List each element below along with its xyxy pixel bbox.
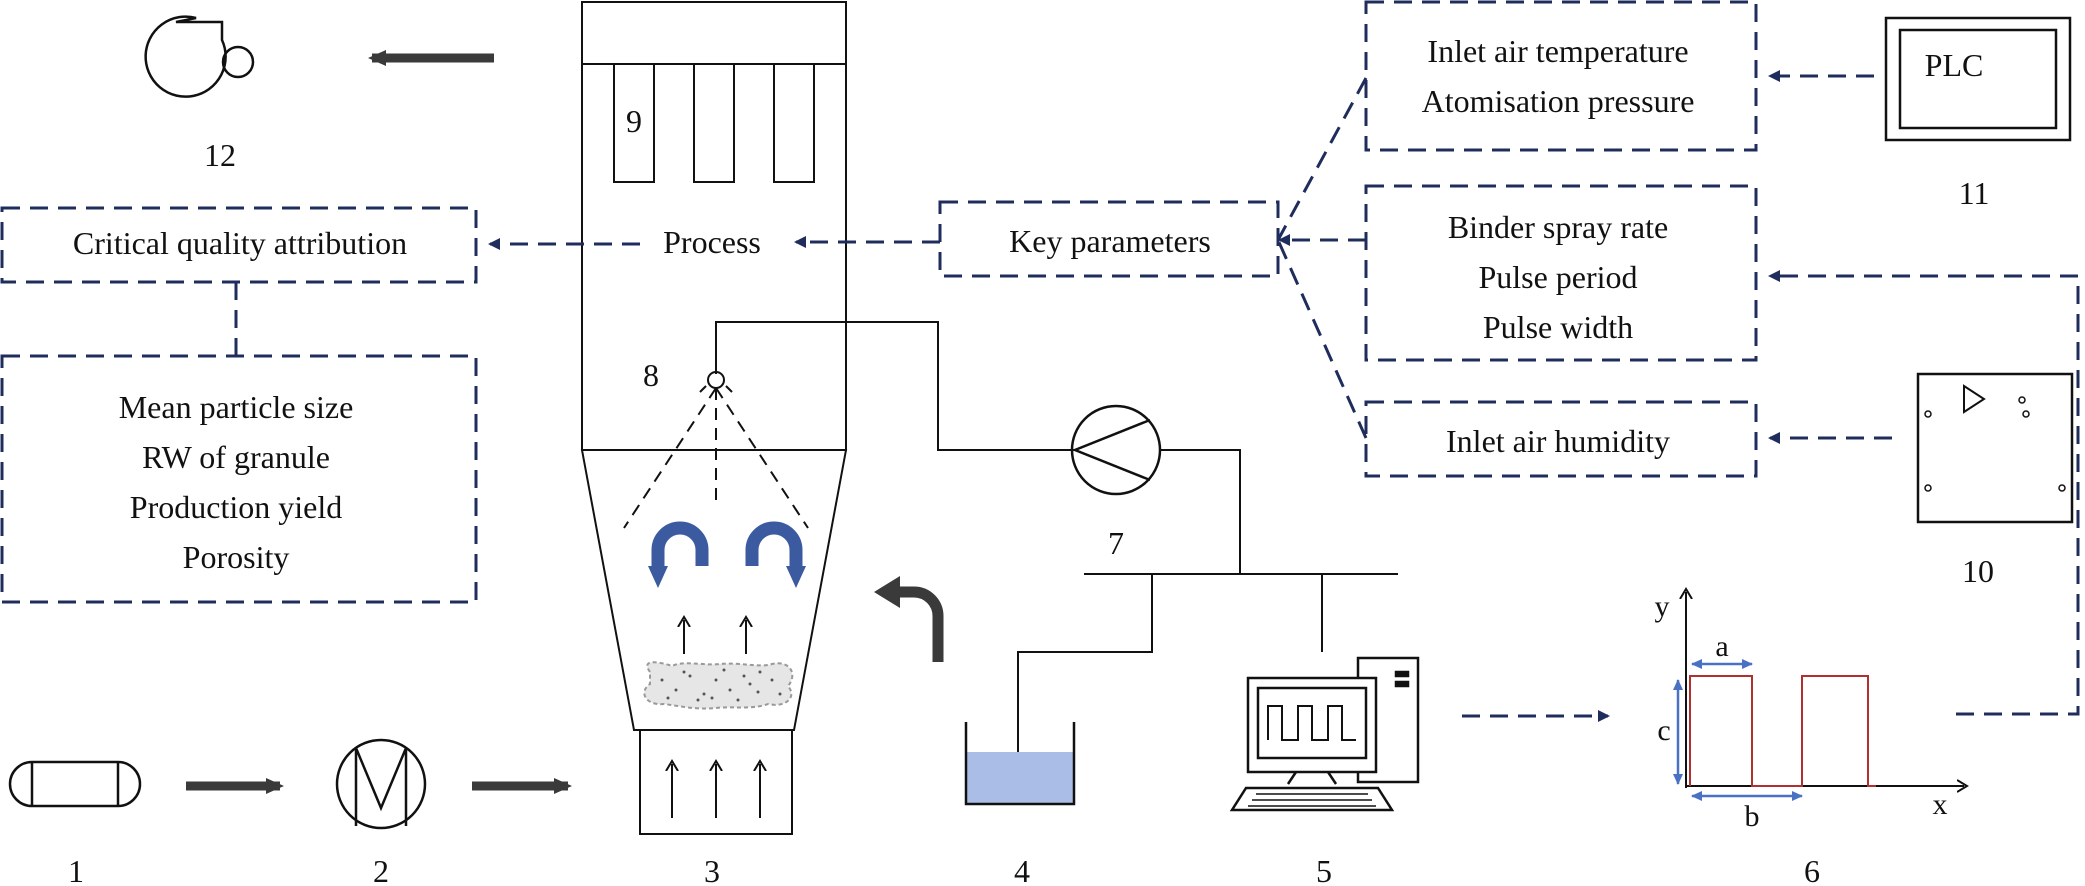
pulse-y-label: y [1655,590,1670,623]
pulse-dim-b: b [1745,800,1760,833]
circulation-arrowheads [648,566,806,588]
pulse-chart: y x a b c [1655,590,1965,833]
computer-icon [1229,656,1420,812]
number-11: 11 [1959,175,1990,211]
feedback-pulse-to-group2 [1768,270,2080,716]
param-group-3-line-1: Inlet air humidity [1446,423,1670,459]
param-group-1-line-1: Inlet air temperature [1427,33,1688,69]
filter-bags [613,63,815,183]
critical-quality-box [0,206,478,284]
binder-tank [964,722,1076,806]
particle-bed [643,661,794,710]
spray-cone [623,387,809,529]
plc-label: PLC [1925,47,1984,83]
quality-item-1: Mean particle size [119,389,354,425]
tank-line [1017,574,1153,776]
heater-icon [335,738,427,830]
circulation-arrows [651,521,803,568]
quality-item-4: Porosity [183,539,290,575]
process-label: Process [663,224,761,260]
param-group-1-box [1364,0,1758,152]
key-parameters-label: Key parameters [1009,223,1211,259]
param-group-2-line-1: Binder spray rate [1448,209,1668,245]
param-group-1-line-2: Atomisation pressure [1422,83,1695,119]
air-flow-arrows-upper [684,620,746,654]
quality-item-3: Production yield [130,489,342,525]
number-8: 8 [643,357,659,393]
quality-item-2: RW of granule [142,439,330,475]
param-group-2-line-2: Pulse period [1478,259,1637,295]
pulse-waveform [1689,675,1876,787]
pulse-dim-a: a [1715,630,1728,663]
number-3: 3 [704,853,720,886]
number-6: 6 [1804,853,1820,886]
air-filter-unit [8,760,142,808]
humidity-sensor-icon [1916,372,2074,524]
pump-outlet-line [1160,449,1241,574]
number-1: 1 [68,853,84,886]
number-2: 2 [373,853,389,886]
granulator-vessel [580,1,848,835]
number-5: 5 [1316,853,1332,886]
critical-quality-label: Critical quality attribution [73,225,407,261]
parameter-fan-lines [1276,77,1368,439]
number-7: 7 [1108,525,1124,561]
return-arrow [874,576,944,662]
blower-icon [144,15,255,98]
binder-line [715,321,1075,451]
pulse-x-label: x [1933,788,1948,821]
number-12: 12 [204,137,236,173]
param-group-3-box [1364,400,1758,478]
number-10: 10 [1962,553,1994,589]
pump-icon [1070,404,1162,496]
param-group-2-box [1364,184,1758,362]
plc-icon [1884,16,2072,142]
number-9: 9 [626,103,642,139]
air-flow-arrows-inlet [672,764,760,818]
quality-attributes-box [0,354,478,604]
number-4: 4 [1014,853,1030,886]
param-group-2-line-3: Pulse width [1483,309,1633,345]
pulse-dim-c: c [1657,714,1670,747]
